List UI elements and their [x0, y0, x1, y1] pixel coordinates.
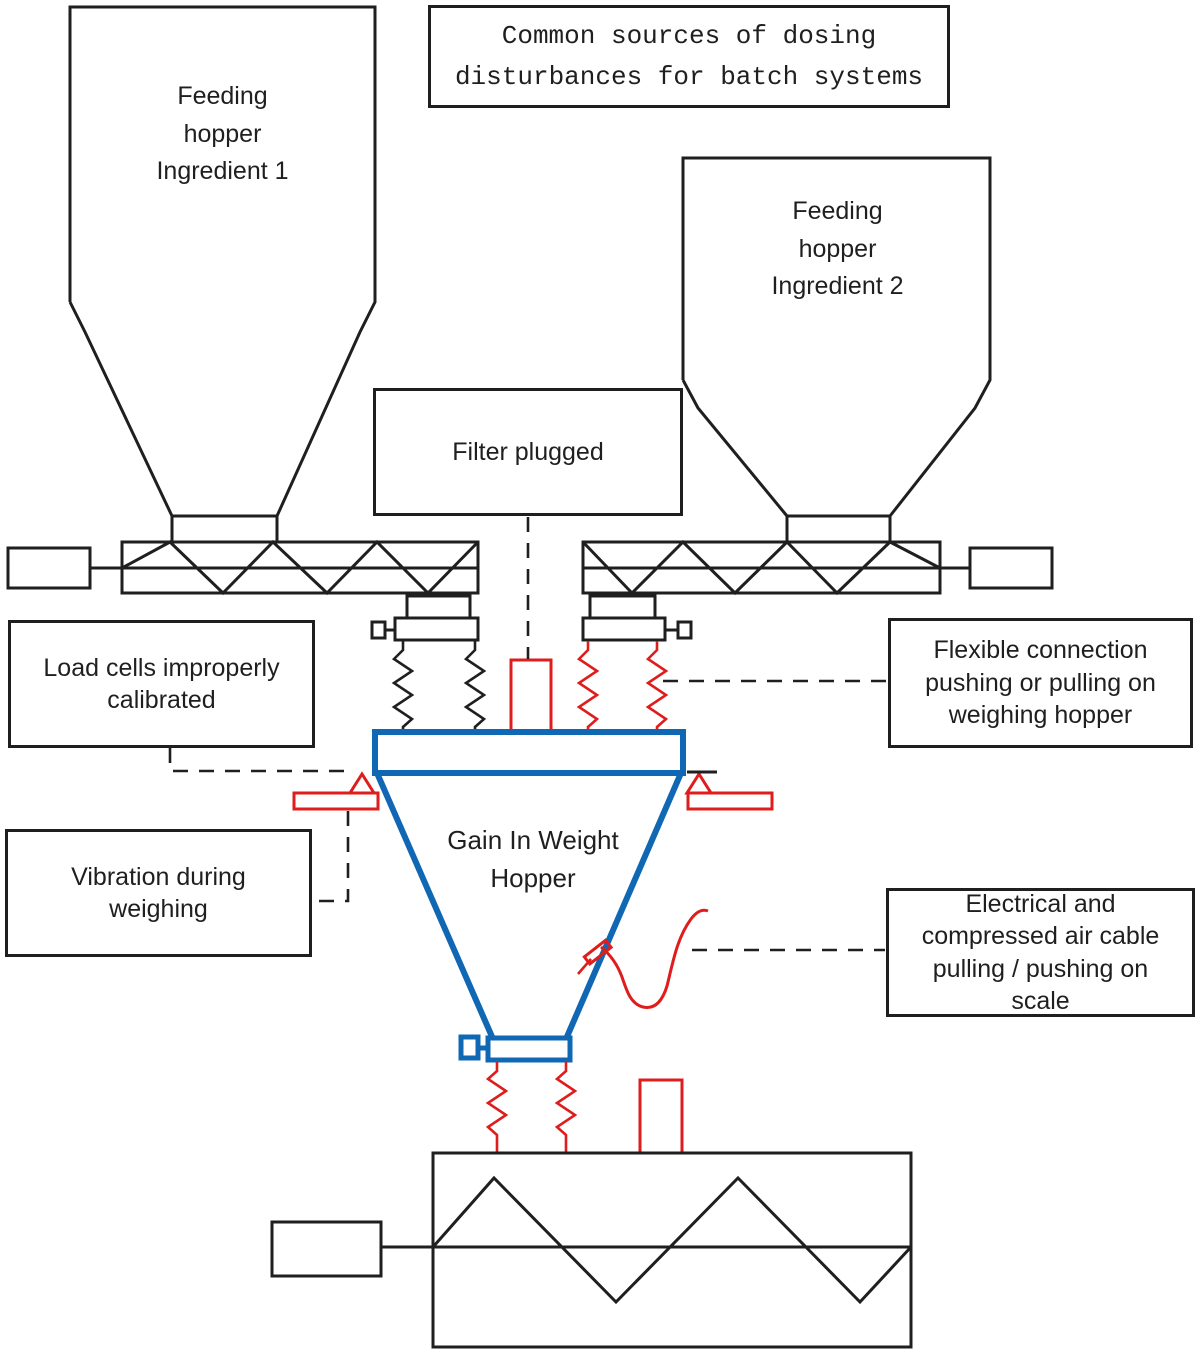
right-valve-bolt — [676, 620, 693, 640]
right-screw-feeder — [576, 539, 1054, 733]
bottom-conveyor-motor — [270, 1220, 383, 1278]
cable-on-scale — [577, 908, 709, 1009]
left-load-cell-pivot — [347, 771, 377, 795]
left-hopper-neck — [170, 514, 279, 544]
weigh-hopper-valve-bolt — [458, 1034, 481, 1061]
right-hopper-neck — [785, 514, 892, 544]
bottom-conveyor-housing — [431, 1151, 913, 1349]
right-flexible-bellows-1 — [576, 641, 600, 733]
left-feeder-screw — [121, 539, 480, 596]
bottom-conveyor-vent — [638, 1078, 684, 1155]
callout-electrical-cable: Electrical and compressed air cable pull… — [886, 888, 1195, 1017]
callout-filter-plugged: Filter plugged — [373, 388, 683, 516]
left-hopper-label: Feeding hopper Ingredient 1 — [156, 82, 289, 185]
right-feeder-discharge — [588, 594, 657, 620]
right-flexible-bellows-2 — [645, 641, 669, 733]
outlet-connections — [485, 1061, 684, 1155]
left-feeder-discharge — [405, 594, 472, 620]
load-cells-connector — [168, 748, 351, 773]
left-discharge-valve — [393, 616, 480, 642]
right-hopper-label: Feeding hopper Ingredient 2 — [771, 197, 904, 300]
right-feeder-motor — [968, 546, 1054, 590]
weigh-hopper-outlet-valve — [485, 1035, 573, 1063]
diagram-title: Common sources of dosing disturbances fo… — [428, 5, 950, 108]
right-load-cell-pivot — [684, 771, 714, 795]
vibration-connector — [313, 811, 350, 903]
right-discharge-valve — [581, 616, 667, 642]
bottom-conveyor-screw — [431, 1175, 913, 1305]
right-feeder-screw — [581, 539, 941, 596]
weigh-hopper-cone — [374, 771, 684, 1041]
callout-connectors — [168, 517, 887, 952]
left-load-cell-beam — [292, 791, 380, 811]
cable-clamp-tail — [577, 958, 592, 975]
weigh-hopper-filter-vent — [509, 658, 553, 735]
bottom-screw-conveyor — [270, 1151, 913, 1349]
callout-load-cells: Load cells improperly calibrated — [8, 620, 315, 748]
cable-curve — [600, 908, 709, 1009]
right-hopper-outline — [681, 156, 992, 517]
left-screw-feeder — [6, 539, 487, 733]
callout-vibration: Vibration during weighing — [5, 829, 312, 957]
outlet-bellows-2 — [554, 1061, 578, 1152]
left-flexible-bellows-1 — [391, 641, 415, 733]
gain-in-weight-hopper-label: Gain In Weight Hopper — [447, 825, 619, 893]
cable-clamp — [582, 938, 614, 967]
load-cell-supports — [292, 770, 774, 811]
left-flexible-bellows-2 — [463, 641, 487, 733]
left-hopper-outline — [68, 5, 377, 517]
left-valve-bolt — [370, 620, 387, 640]
gain-in-weight-hopper — [372, 729, 686, 1063]
callout-flexible-connection: Flexible connection pushing or pulling o… — [888, 618, 1193, 748]
right-load-cell-beam — [686, 791, 774, 811]
weigh-hopper-top-box — [372, 729, 686, 776]
left-feeder-motor — [6, 546, 92, 590]
outlet-bellows-1 — [485, 1061, 509, 1152]
